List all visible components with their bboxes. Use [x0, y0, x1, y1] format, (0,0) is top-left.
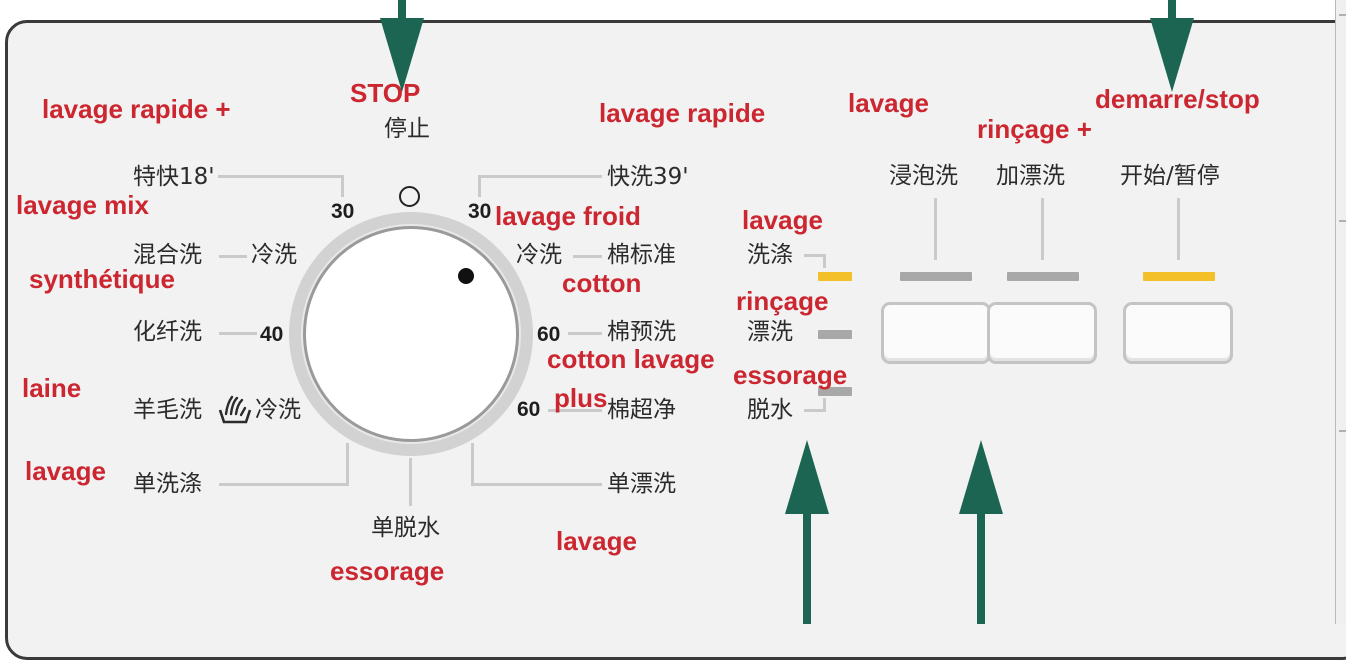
dial-temp-30-right: 30: [468, 200, 492, 223]
arrow-layer: [380, 0, 1194, 624]
annotation-cotton-wash: cotton lavage: [547, 344, 715, 374]
led-wash: [818, 272, 852, 281]
program-dial[interactable]: [289, 212, 533, 456]
led-extra-rinse: [1007, 272, 1079, 281]
annotation-mix: lavage mix: [16, 190, 149, 220]
connector-line: [804, 254, 826, 257]
soak-button[interactable]: [881, 302, 991, 364]
led-soak: [900, 272, 972, 281]
connector-line: [1041, 198, 1044, 260]
connector-line: [219, 332, 257, 335]
connector-line: [568, 332, 602, 335]
connector-line: [823, 398, 826, 412]
connector-line: [823, 254, 826, 268]
dial-label-quick18: 特快18': [133, 164, 215, 190]
dial-label-mixed-cold: 冷洗: [251, 242, 297, 268]
annotation-button-rinse-plus: rinçage +: [977, 114, 1092, 144]
dial-temp-30-left: 30: [331, 200, 355, 223]
dial-pointer-dot: [458, 268, 474, 284]
dial-label-wool: 羊毛洗: [133, 397, 202, 423]
connector-line: [219, 483, 349, 486]
connector-line: [218, 175, 344, 178]
start-pause-button[interactable]: [1123, 302, 1233, 364]
connector-line: [341, 175, 344, 197]
annotation-cotton: cotton: [562, 268, 642, 298]
dial-temp-60-prewash: 60: [537, 323, 561, 346]
annotation-wash-bottom: lavage: [556, 526, 637, 556]
annotation-wash-left: lavage: [25, 456, 106, 486]
connector-line: [478, 175, 602, 178]
dial-label-wool-cold: 冷洗: [255, 397, 301, 423]
connector-line: [219, 255, 247, 258]
dial-label-synthetic: 化纤洗: [133, 319, 202, 345]
arrow-to-stop: [380, 0, 424, 92]
dial-label-cotton-std: 棉标准: [607, 242, 676, 268]
connector-line: [471, 443, 474, 486]
hand-wash-icon: [217, 394, 253, 428]
annotation-stop: STOP: [350, 78, 421, 108]
indicator-label-spin: 脱水: [747, 397, 793, 423]
connector-line: [934, 198, 937, 260]
annotation-button-start: demarre/stop: [1095, 84, 1260, 114]
connector-line: [471, 483, 602, 486]
arrow-to-option-buttons: [959, 440, 1003, 624]
led-rinse: [818, 330, 852, 339]
connector-line: [409, 458, 412, 506]
annotation-indicator-rinse: rinçage: [736, 286, 829, 316]
program-dial-face[interactable]: [303, 226, 519, 442]
scroll-edge: [1335, 0, 1346, 624]
annotation-quick-plus: lavage rapide +: [42, 94, 231, 124]
dial-label-mixed: 混合洗: [133, 242, 202, 268]
connector-line: [346, 443, 349, 486]
dial-label-rinse-only: 单漂洗: [607, 471, 676, 497]
connector-line: [573, 255, 602, 258]
annotation-button-wash: lavage: [848, 88, 929, 118]
dial-label-cotton-intensive: 棉超净: [607, 397, 676, 423]
connector-line: [804, 409, 826, 412]
annotation-indicator-wash: lavage: [742, 205, 823, 235]
stop-position-icon: [399, 186, 420, 207]
indicator-label-wash: 洗涤: [747, 242, 793, 268]
led-spin: [818, 387, 852, 396]
dial-temp-60-intensive: 60: [517, 398, 541, 421]
annotation-quick: lavage rapide: [599, 98, 766, 128]
dial-label-quick39: 快洗39': [607, 164, 689, 190]
annotation-plus: plus: [554, 383, 608, 413]
connector-line: [478, 175, 481, 197]
annotation-synthetic: synthétique: [29, 264, 175, 294]
extra-rinse-button[interactable]: [987, 302, 1097, 364]
button-label-soak: 浸泡洗: [889, 163, 958, 189]
led-start-pause: [1143, 272, 1215, 281]
button-label-extra-rinse: 加漂洗: [996, 163, 1065, 189]
dial-label-wash-only: 单洗涤: [133, 471, 202, 497]
dial-label-cotton-cold: 冷洗: [516, 242, 562, 268]
dial-label-stop: 停止: [384, 116, 430, 142]
dial-label-spin-only: 单脱水: [371, 515, 440, 541]
dial-temp-40: 40: [260, 323, 284, 346]
connector-line: [1177, 198, 1180, 260]
control-panel: [5, 20, 1346, 660]
arrow-to-start-button: [1150, 0, 1194, 92]
annotation-cold-wash: lavage froid: [495, 201, 641, 231]
annotation-wool: laine: [22, 373, 82, 403]
scroll-edge-tick: [1339, 430, 1346, 432]
dial-label-cotton-prewash: 棉预洗: [607, 319, 676, 345]
button-label-start-pause: 开始/暂停: [1120, 163, 1220, 189]
annotation-indicator-spin: essorage: [733, 360, 848, 390]
scroll-edge-tick: [1339, 14, 1346, 16]
annotation-spin-bottom: essorage: [330, 556, 445, 586]
scroll-edge-tick: [1339, 220, 1346, 222]
arrow-to-indicators: [785, 440, 829, 624]
indicator-label-rinse: 漂洗: [747, 319, 793, 345]
connector-line: [548, 409, 602, 412]
